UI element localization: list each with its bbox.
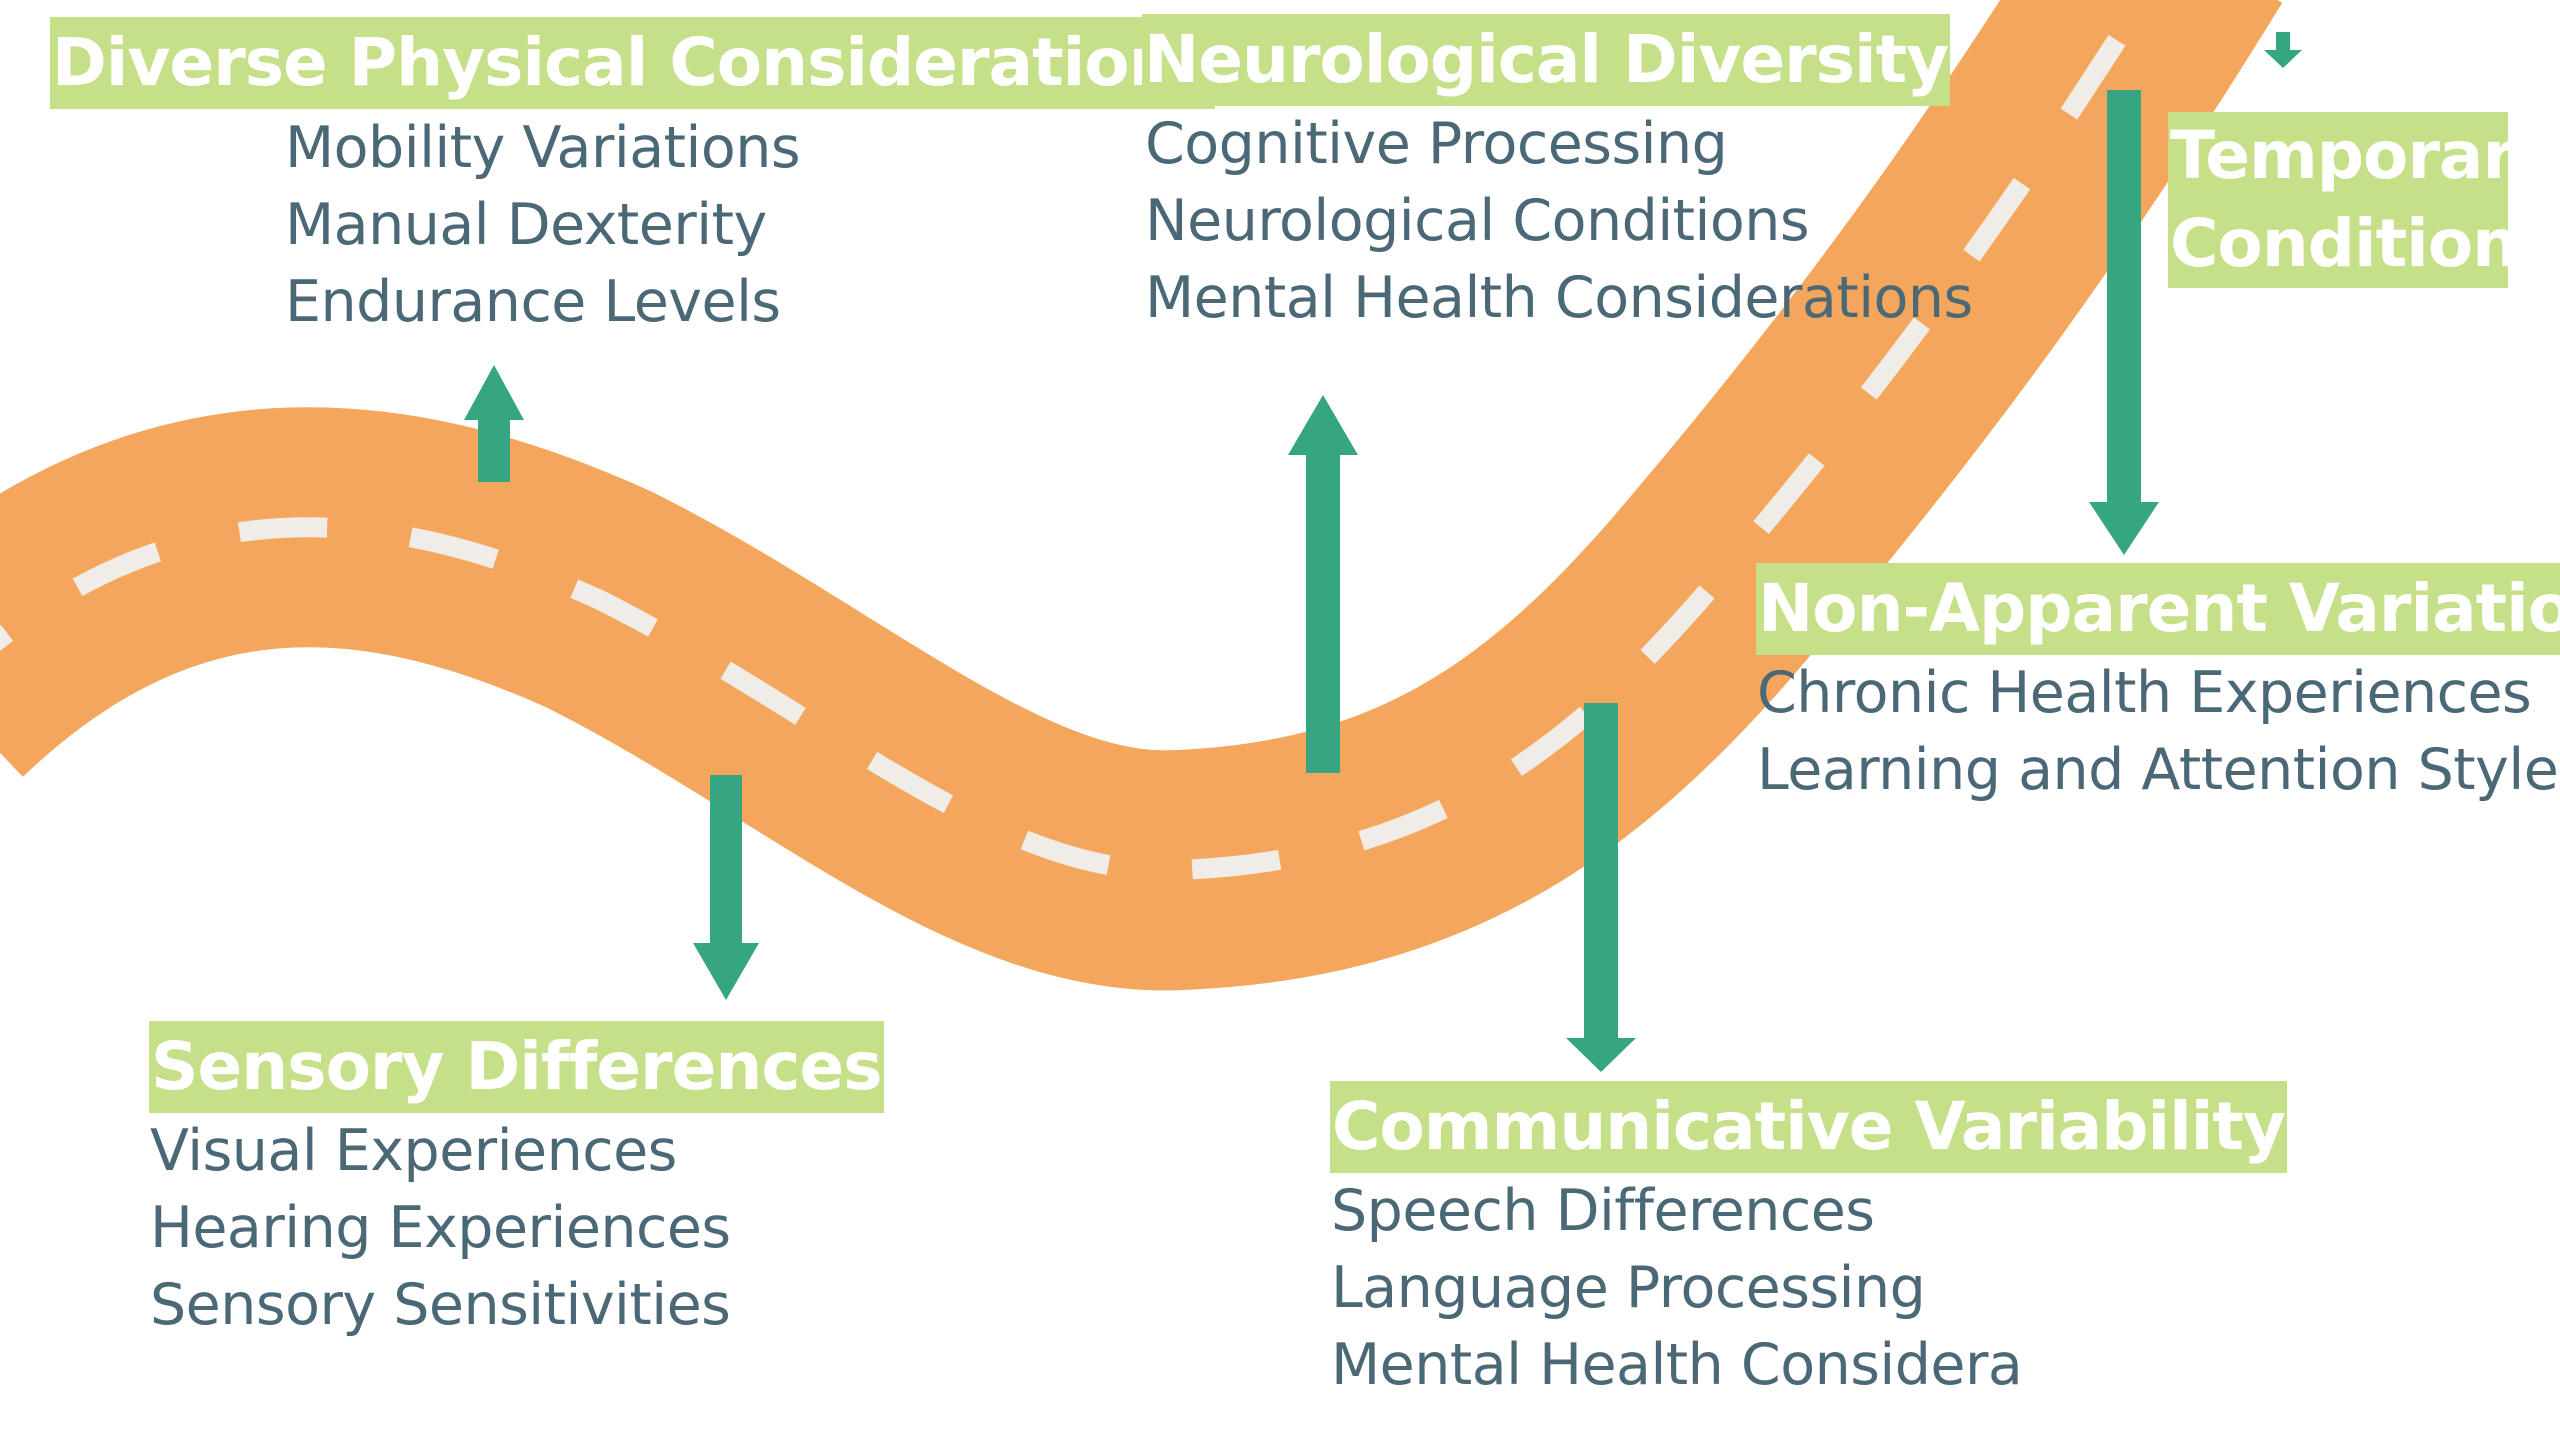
list-item: Chronic Health Experiences bbox=[1757, 660, 2532, 726]
heading-sensory: Sensory Differences bbox=[149, 1021, 884, 1113]
arrow-up-physical bbox=[464, 365, 524, 482]
list-neuro: Cognitive Processing Neurological Condit… bbox=[1145, 106, 1973, 337]
list-item: Speech Differences bbox=[1331, 1178, 1875, 1244]
arrow-down-communicative bbox=[1566, 703, 1636, 1072]
list-item: Manual Dexterity bbox=[285, 192, 767, 258]
heading-temporary: Temporary Conditions bbox=[2168, 112, 2557, 288]
list-item: Hearing Experiences bbox=[150, 1195, 731, 1261]
arrow-down-sensory bbox=[693, 775, 759, 1000]
list-item: Cognitive Processing bbox=[1145, 111, 1728, 177]
list-item: Visual Experiences bbox=[150, 1118, 677, 1184]
list-item: Sensory Sensitivities bbox=[150, 1272, 731, 1338]
heading-physical: Diverse Physical Considerations bbox=[50, 17, 1215, 109]
list-nonapparent: Chronic Health Experiences Learning and … bbox=[1757, 655, 2560, 809]
list-item: Mental Health Considerations bbox=[1145, 265, 1973, 331]
arrow-up-neuro bbox=[1288, 395, 1358, 773]
heading-communicative: Communicative Variability bbox=[1330, 1081, 2287, 1173]
arrow-down-temporary bbox=[2264, 32, 2302, 68]
lane-markings bbox=[0, 0, 2155, 881]
list-item: Endurance Levels bbox=[285, 269, 781, 335]
list-physical: Mobility Variations Manual Dexterity End… bbox=[285, 110, 801, 341]
list-communicative: Speech Differences Language Processing M… bbox=[1331, 1173, 2023, 1404]
arrow-down-nonapparent bbox=[2089, 90, 2159, 555]
heading-nonapparent: Non-Apparent Variations bbox=[1756, 563, 2560, 655]
list-item: Mental Health Considera bbox=[1331, 1332, 2023, 1398]
list-sensory: Visual Experiences Hearing Experiences S… bbox=[150, 1113, 731, 1344]
list-item: Mobility Variations bbox=[285, 115, 801, 181]
list-item: Neurological Conditions bbox=[1145, 188, 1810, 254]
list-item: Language Processing bbox=[1331, 1255, 1926, 1321]
heading-neuro: Neurological Diversity bbox=[1142, 14, 1951, 106]
list-item: Learning and Attention Styles bbox=[1757, 737, 2560, 803]
